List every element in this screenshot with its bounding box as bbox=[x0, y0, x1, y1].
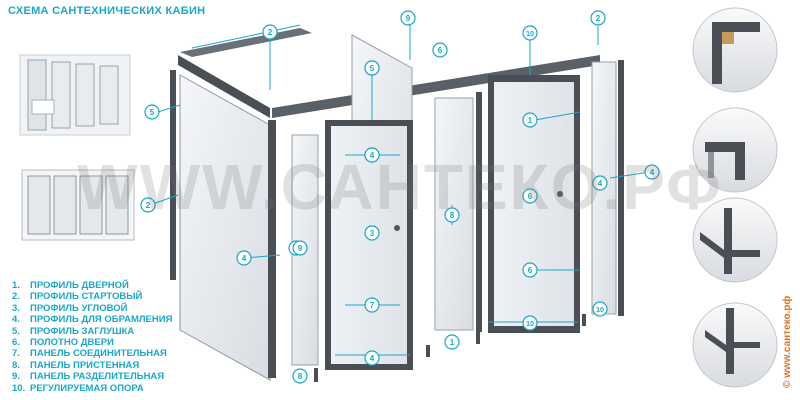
end-profile-right bbox=[618, 60, 624, 316]
callout-label: 2 bbox=[268, 28, 273, 37]
legend-item: 9.ПАНЕЛЬ РАЗДЕЛИТЕЛЬНАЯ bbox=[12, 371, 165, 383]
callout-badge bbox=[140, 197, 156, 213]
legend-item: 2.ПРОФИЛЬ СТАРТОВЫЙ bbox=[12, 291, 143, 303]
callout-label: 4 bbox=[242, 254, 247, 263]
legend: 1.ПРОФИЛЬ ДВЕРНОЙ 2.ПРОФИЛЬ СТАРТОВЫЙ 3.… bbox=[12, 280, 172, 394]
separator-profile bbox=[476, 92, 482, 332]
callout-badge bbox=[432, 42, 448, 58]
callout-label: 8 bbox=[450, 211, 455, 220]
callout-label: 1 bbox=[528, 116, 533, 125]
callout-badge bbox=[522, 112, 538, 128]
start-profile-wall bbox=[170, 70, 176, 280]
callout-badge bbox=[364, 350, 380, 366]
callout-label: 4 bbox=[370, 354, 375, 363]
callout-label: 5 bbox=[370, 64, 375, 73]
callout-badge bbox=[236, 250, 252, 266]
door-handle-left bbox=[394, 225, 400, 231]
detail-circles bbox=[692, 7, 778, 388]
legend-item: 6.ПОЛОТНО ДВЕРИ bbox=[12, 337, 114, 349]
callout-label: 1 bbox=[450, 338, 455, 347]
callout-badge bbox=[522, 188, 538, 204]
cabin-assembly bbox=[170, 28, 624, 382]
thumbnail-cabins-front bbox=[21, 169, 135, 241]
detail-circle-joint bbox=[692, 197, 778, 283]
callout-badge bbox=[364, 297, 380, 313]
callout-label: 10 bbox=[526, 321, 534, 328]
support-leg bbox=[426, 345, 430, 357]
thumbnail-cabins-3d bbox=[19, 54, 131, 136]
partition-panel-side bbox=[179, 74, 271, 381]
callout-label: 6 bbox=[528, 192, 533, 201]
callout-badge bbox=[400, 10, 416, 26]
callout-badge bbox=[592, 175, 608, 191]
brand-credit: © www.сантеко.рф bbox=[782, 295, 793, 388]
callout-badge bbox=[364, 147, 380, 163]
top-profile-left bbox=[178, 55, 270, 118]
callout-badge bbox=[592, 301, 608, 317]
corner-profile bbox=[268, 120, 276, 378]
callout-badges: 229652254493867644811010101544 bbox=[140, 10, 660, 384]
callout-badge bbox=[292, 240, 308, 256]
legend-item: 7.ПАНЕЛЬ СОЕДИНИТЕЛЬНАЯ bbox=[12, 348, 167, 360]
legend-item: 3.ПРОФИЛЬ УГЛОВОЙ bbox=[12, 302, 128, 314]
callout-badge bbox=[444, 334, 460, 350]
callout-label: 8 bbox=[298, 372, 303, 381]
callout-label: 4 bbox=[598, 179, 603, 188]
callout-label: 4 bbox=[370, 151, 375, 160]
diagram-title: СХЕМА САНТЕХНИЧЕСКИХ КАБИН bbox=[8, 5, 206, 17]
callout-badge bbox=[522, 262, 538, 278]
callout-label: 6 bbox=[528, 266, 533, 275]
legend-item: 1.ПРОФИЛЬ ДВЕРНОЙ bbox=[12, 280, 129, 291]
callout-label: 10 bbox=[526, 31, 534, 38]
callout-badge bbox=[444, 207, 460, 223]
callout-label: 4 bbox=[650, 168, 655, 177]
callout-label: 3 bbox=[370, 229, 375, 238]
callout-label: 7 bbox=[370, 301, 375, 310]
legend-item: 10.РЕГУЛИРУЕМАЯ ОПОРА bbox=[12, 382, 144, 394]
callout-badge bbox=[364, 60, 380, 76]
legend-item: 4.ПРОФИЛЬ ДЛЯ ОБРАМЛЕНИЯ bbox=[12, 314, 173, 326]
callout-label: 2 bbox=[596, 14, 601, 23]
callout-badge bbox=[590, 10, 606, 26]
support-leg bbox=[314, 368, 318, 382]
callout-badge bbox=[522, 315, 538, 331]
callout-label: 10 bbox=[596, 307, 604, 314]
callout-badge bbox=[644, 164, 660, 180]
legend-item: 8.ПАНЕЛЬ ПРИСТЕННАЯ bbox=[12, 359, 140, 371]
top-profile-back bbox=[180, 28, 312, 57]
callout-badge bbox=[522, 25, 538, 41]
legend-item: 5.ПРОФИЛЬ ЗАГЛУШКА bbox=[12, 325, 135, 337]
callout-label: 2 bbox=[146, 201, 151, 210]
support-leg bbox=[582, 314, 586, 326]
door-handle-right bbox=[557, 191, 563, 197]
callout-label: 9 bbox=[406, 14, 411, 23]
door-leaf-left bbox=[331, 126, 407, 364]
callout-label: 6 bbox=[438, 46, 443, 55]
callout-label: 5 bbox=[150, 108, 155, 117]
detail-circle-corner-top bbox=[692, 7, 778, 93]
callout-badge bbox=[262, 24, 278, 40]
callout-badge bbox=[292, 368, 308, 384]
support-leg bbox=[476, 332, 480, 344]
callout-label: 9 bbox=[298, 244, 303, 253]
callout-badge bbox=[364, 225, 380, 241]
callout-badge bbox=[144, 104, 160, 120]
